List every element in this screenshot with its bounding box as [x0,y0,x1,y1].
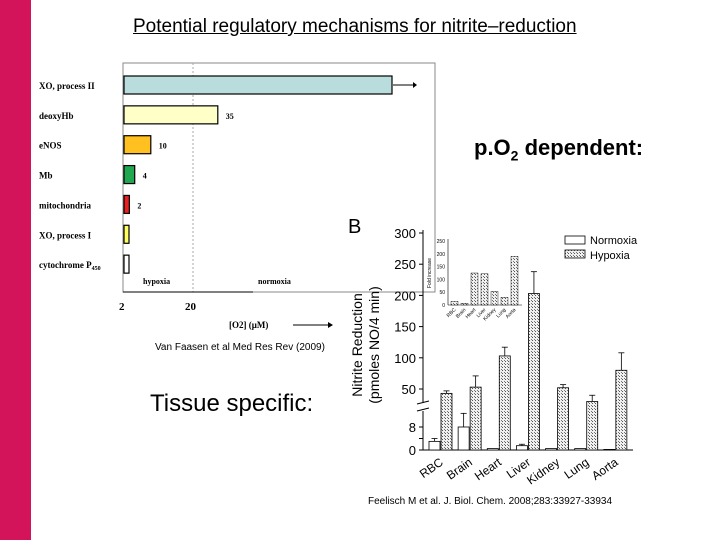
chart2-y-label: Nitrite Reduction(pmoles NO/4 min) [349,286,382,403]
inset-y-label: Fold increase [427,258,433,288]
chart1-bar-label: 4 [143,172,147,181]
chart1-category-label: XO, process II [39,81,95,91]
chart1-category-label: deoxyHb [39,111,74,121]
chart1-x-axis: hypoxia normoxia 2 20 [O2] (μM) [119,277,333,330]
chart1-category-label: XO, process I [39,230,92,240]
chart2-y-tick-label: 150 [394,320,416,335]
chart1-bar [123,194,130,215]
chart2-bar-hypoxia [498,355,511,451]
inset-y-tick-label: 50 [439,290,445,296]
chart1-bar-label: 35 [226,112,234,121]
chart2-panel-label: B [348,216,361,238]
chart2-legend-swatch-hypoxia [564,249,586,259]
chart2-y-tick-label: 300 [394,226,416,241]
chart2-x-tick-label: Brain [444,455,475,483]
chart2-y-tick-label: 0 [409,443,416,458]
chart2-x-tick-label: Kidney [524,455,562,488]
chart1-x-tick: 20 [185,301,197,313]
inset-y-tick-label: 200 [437,252,446,258]
chart2-bar-hypoxia [586,401,599,451]
chart1-bar-label: 10 [159,142,167,151]
inset-y-tick-label: 250 [437,239,446,245]
chart2-bar-hypoxia [557,387,569,451]
chart2-x-tick-label: Aorta [589,455,621,483]
chart2-bar-hypoxia [469,386,482,451]
chart2-y-tick-label: 200 [394,288,416,303]
chart1-frame [122,62,436,293]
chart1-x-label: [O2] (μM) [229,320,268,330]
chart2-x-tick-label: Lung [562,455,592,482]
chart2-bar-hypoxia [440,392,453,451]
chart1-bar [123,254,130,274]
chart1-bars: 35 10 4 2 [123,75,417,274]
chart1-arrow-head [413,82,417,88]
chart-nitrite-mechanisms: XO, process II deoxyHb eNOS Mb mitochondriaX… [39,62,436,330]
tissue-specific-label: Tissue specific: [150,390,314,417]
reference-right: Feelisch M et al. J. Biol. Chem. 2008;28… [368,496,613,507]
chart2-main: B Nitrite Reduction(pmoles NO/4 min) 50 100… [348,216,638,488]
inset-y-tick-label: 150 [437,265,446,271]
chart1-bar-label: 2 [137,201,141,210]
inset-x-tick-label: RBC [446,307,458,319]
chart2-bar-normoxia [545,448,557,451]
po2-dependent-label: p.O2 dependent: [474,135,643,163]
chart1-bar [123,135,152,155]
inset-bar [460,303,469,306]
chart1-x-tick: 2 [119,301,125,313]
inset-x-tick-label: Aorta [505,307,518,320]
chart1-bar [123,224,130,244]
inset-bar [470,272,479,306]
chart2-legend-label: Normoxia [590,235,638,247]
slide-title: Potential regulatory mechanisms for nitr… [133,16,577,37]
chart1-category-label: Mb [39,171,53,181]
chart2-x-tick-label: RBC [417,455,446,481]
po2-main: p.O [474,135,511,160]
chart2-y-tick-label: 50 [402,382,416,397]
chart2-bar-normoxia [603,449,616,451]
chart2-legend-swatch-normoxia [564,235,586,245]
chart2-bar-normoxia [457,426,470,451]
chart2-x-tick-label: Heart [472,455,505,484]
chart2-bar-hypoxia [615,369,628,451]
inset-bar [500,297,509,306]
inset-bar [480,273,489,306]
inset-bar [490,291,499,306]
chart2-inset: Fold increase050100150200250RBCBrainHear… [427,239,522,322]
accent-bar [0,0,31,540]
chart1-region-label: hypoxia [143,277,170,286]
chart1-category-labels: XO, process II deoxyHb eNOS Mb mitochondriaX… [39,81,101,272]
chart2-bar-normoxia [516,445,528,451]
chart1-bar [123,75,393,95]
chart1-x-arrow-head [328,322,333,328]
reference-left: Van Faasen et al Med Res Rev (2009) [155,342,325,353]
po2-sub: 2 [510,147,519,164]
chart1-region-label: normoxia [258,277,291,286]
chart2-y-tick-label: 250 [394,257,416,272]
chart-tissue-nitrite-reduction: B Nitrite Reduction(pmoles NO/4 min) 50 100… [348,216,638,488]
chart1-bar [123,105,219,125]
chart2-bar-normoxia [428,440,441,451]
inset-y-tick-label: 100 [437,277,446,283]
chart2-bar-normoxia [574,448,587,451]
chart2-y-tick-label: 8 [409,420,416,435]
chart2-y-tick-label: 100 [394,351,416,366]
inset-y-tick-label: 0 [442,303,445,309]
chart1-axes [122,62,436,293]
chart1-category-label: mitochondria [39,200,92,210]
chart1-bar [123,164,136,185]
chart2-bar-hypoxia [528,293,540,451]
inset-bar [450,301,459,306]
chart2-axis-break [416,400,430,412]
chart1-category-label: cytochrome P450 [39,260,101,272]
po2-rest: dependent: [518,135,644,160]
chart1-category-label: eNOS [39,141,62,151]
chart2-legend-label: Hypoxia [590,250,631,262]
inset-bar [510,256,519,306]
chart2-bar-normoxia [486,448,499,451]
